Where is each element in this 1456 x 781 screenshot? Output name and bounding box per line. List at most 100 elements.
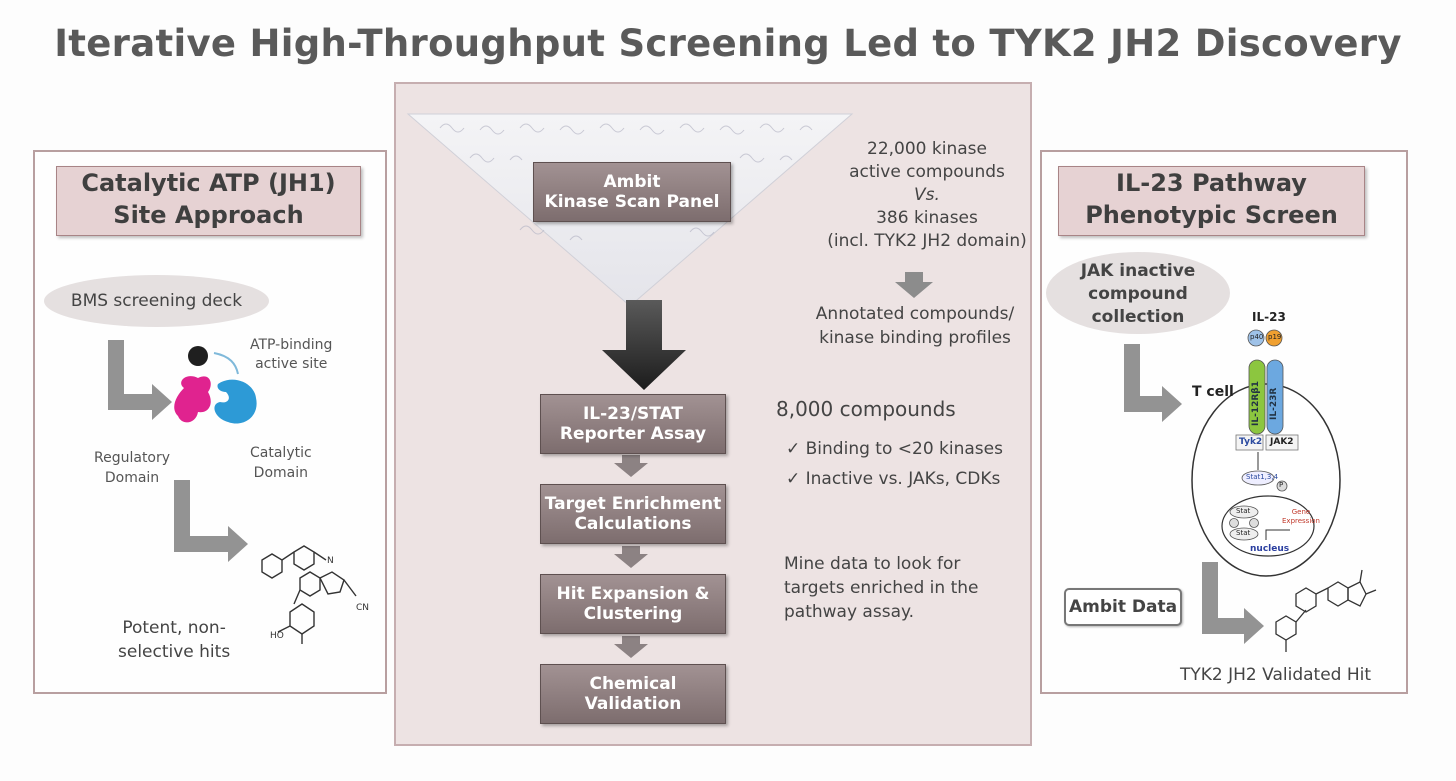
step-line: Clustering [583,604,683,624]
jak2-box [1265,434,1299,451]
mol-label: CN [356,603,369,613]
stat-icon [1229,505,1259,519]
mol-label: N [327,556,334,566]
l-arrow-icon [1202,562,1264,644]
hits-line: selective hits [118,642,231,662]
header-line-1: Catalytic ATP (JH1) [81,169,336,197]
binding-arrow-icon [213,352,239,375]
stat-label: Stat1,3,4 [1246,473,1279,481]
il23-pathway-header: IL-23 Pathway Phenotypic Screen [1058,166,1365,236]
page-title: Iterative High-Throughput Screening Led … [54,22,1402,65]
mine-line: Mine data to look for [784,554,961,574]
compounds-line: (incl. TYK2 JH2 domain) [827,231,1027,251]
down-arrow-icon [895,272,933,298]
mine-data-note: Mine data to look for targets enriched i… [784,552,978,624]
catalytic-line: Catalytic [250,445,312,461]
step-line: Validation [584,694,682,714]
regulatory-line: Regulatory [94,450,171,466]
regulatory-domain-icon [174,376,211,423]
il23-label: IL-23 [1252,310,1286,324]
header-line-1: IL-23 Pathway [1116,169,1307,197]
catalytic-domain-icon [214,379,257,424]
il12rb1-receptor-icon [1248,359,1266,435]
step-line: Reporter Assay [559,424,707,444]
step-line: Chemical [589,674,677,694]
down-arrow-icon [614,455,648,477]
collection-line: JAK inactive [1080,260,1196,281]
criteria-item: ✓ Inactive vs. JAKs, CDKs [786,469,1001,489]
phospho-icon [1276,480,1288,492]
screening-deck-oval: BMS screening deck [44,275,269,327]
compounds-line: 386 kinases [876,208,978,228]
l-arrow-icon [1124,344,1182,422]
collection-line: collection [1091,306,1185,327]
collection-line: compound [1088,283,1188,304]
hits-label: Potent, non- selective hits [118,616,230,664]
compounds-vs-kinases: 22,000 kinase active compounds Vs. 386 k… [822,138,1032,253]
compounds-line: 22,000 kinase [867,139,987,159]
atp-site-line: ATP-binding [250,337,333,353]
gene-line: Gene [1291,508,1311,516]
regulatory-domain-label: Regulatory Domain [94,448,170,488]
step-line: Calculations [574,514,692,534]
p40-subunit-icon [1247,329,1265,347]
p40-label: p40 [1250,333,1264,341]
stat-icon [1241,470,1275,486]
step-line: IL-23/STAT [582,404,684,424]
hits-line: Potent, non- [122,618,226,638]
compounds-line: active compounds [849,162,1005,182]
nucleus-label: nucleus [1250,544,1290,554]
phospho-icon [1249,518,1259,528]
header-line-2: Site Approach [113,201,304,229]
mine-line: targets enriched in the [784,578,979,598]
stat-dimer-label: Stat [1236,507,1251,515]
ambit-line: Kinase Scan Panel [544,192,720,212]
annotated-profiles: Annotated compounds/ kinase binding prof… [800,302,1030,350]
step-line: Hit Expansion & [556,584,710,604]
il23r-label: IL-23R [1269,387,1279,420]
atp-site-label: ATP-binding active site [250,336,332,374]
criteria-item: ✓ Binding to <20 kinases [786,439,1003,459]
vs-label: Vs. [914,185,940,205]
phospho-icon [1229,518,1239,528]
mol-label: HO [270,631,284,641]
down-arrow-icon [602,300,686,390]
tyk2-label: Tyk2 [1239,437,1263,447]
screening-deck-label: BMS screening deck [70,291,243,311]
jak2-label: JAK2 [1270,437,1294,447]
p19-label: p19 [1268,333,1282,341]
t-cell-label: T cell [1192,384,1234,400]
regulatory-line: Domain [104,470,160,486]
l-arrow-icon [108,340,172,420]
catalytic-line: Domain [253,465,308,481]
down-arrow-icon [614,546,648,568]
down-arrow-icon [614,636,648,658]
nucleus-icon [1221,495,1315,557]
p19-subunit-icon [1265,329,1283,347]
validated-hit-molecule-icon [1275,569,1377,652]
header-line-2: Phenotypic Screen [1085,201,1338,229]
hit-molecule-icon [261,545,357,644]
stat-dimer-label: Stat [1236,529,1251,537]
validated-hit-label: TYK2 JH2 Validated Hit [1180,665,1372,685]
il12rb1-label: IL-12Rβ1 [1251,381,1261,426]
tyk2-box [1235,434,1264,451]
catalytic-approach-header: Catalytic ATP (JH1) Site Approach [56,166,361,236]
compound-count: 8,000 compounds [776,397,956,421]
annotated-line: Annotated compounds/ [815,304,1015,324]
stat-icon [1229,527,1259,541]
catalytic-approach-panel [33,150,387,694]
transcription-arrow-icon [1265,529,1290,540]
ambit-data-box: Ambit Data [1064,588,1182,626]
atp-ball-icon [188,346,208,366]
gene-expression-label: Gene Expression [1282,508,1320,526]
ambit-line: Ambit [603,172,661,192]
step-line: Target Enrichment [544,494,722,514]
phospho-label: P [1279,481,1284,489]
